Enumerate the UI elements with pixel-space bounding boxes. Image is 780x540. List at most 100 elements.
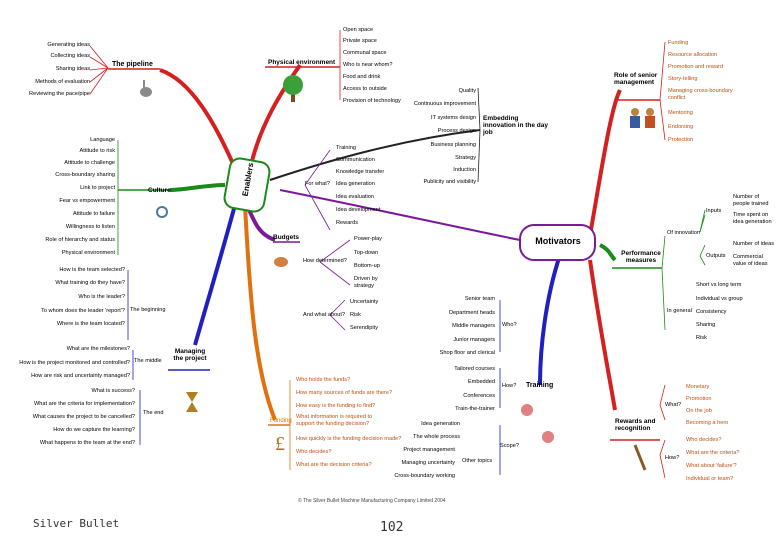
budgets-how-item: Power-play (354, 236, 382, 242)
physical-item: Private space (343, 38, 377, 44)
trophy-icon (633, 444, 647, 471)
funding-item: How quickly is the funding decision made… (296, 436, 402, 442)
budgets-item: Communication (336, 157, 375, 163)
budgets-how-item: Driven by strategy (354, 276, 378, 289)
budgets-item: Idea evaluation (336, 194, 374, 200)
embedding-item: Publicity and visibility (423, 179, 476, 185)
pipeline-item: Generating ideas (47, 42, 90, 48)
budgets-how-item: Bottom-up (354, 263, 380, 269)
funding-item: Who decides? (296, 449, 332, 455)
senior-item: Managing cross-boundary conflict (668, 88, 733, 101)
rabbit-icon (140, 80, 152, 97)
managing-beginning: The beginning (130, 307, 166, 313)
managing-title: Managing the project (173, 348, 207, 362)
embedding-item: IT systems design (431, 115, 476, 121)
managing-item: What are the milestones? (66, 346, 130, 352)
budgets-and-item: Serendipity (350, 325, 378, 331)
pound-sign-icon: £ (275, 433, 285, 455)
culture-item: Attitude to challenge (64, 160, 115, 166)
culture-item: Willingness to listen (65, 224, 115, 230)
budgets-item: Rewards (336, 220, 359, 226)
motivators-hub: Motivators (535, 236, 581, 246)
training-scope-item: Managing uncertainty (401, 460, 456, 466)
rewards-title: Rewards and recognition (615, 418, 656, 432)
training-who-item: Department heads (448, 310, 495, 316)
performance-output-item: Commercial value of ideas (733, 254, 768, 267)
rewards-what: What? (665, 402, 682, 408)
tree-icon (283, 75, 303, 102)
pipeline-item: Reviewing the pace/pipe (29, 91, 90, 97)
rewards-what-item: On the job (686, 408, 712, 414)
people-icon (630, 108, 655, 128)
senior-item: Funding (668, 40, 689, 46)
budgets-and-item: Risk (350, 312, 361, 318)
rewards-how-item: Individual or team? (686, 476, 734, 482)
piggy-bank-icon (274, 257, 288, 267)
performance-general-item: Short vs long term (696, 282, 742, 288)
culture-item: Physical environment (61, 250, 115, 256)
performance-outputs: Outputs (706, 253, 726, 259)
performance-general-item: Individual vs group (696, 296, 743, 302)
pipeline-title: The pipeline (112, 61, 153, 68)
footer-brand: Silver Bullet (33, 517, 120, 530)
managing-end: The end (143, 410, 164, 416)
svg-text:£: £ (275, 433, 285, 455)
rewards-what-item: Becoming a hero (686, 420, 729, 426)
rewards-how-item: What are the criteria? (686, 450, 740, 456)
embedding-item: Induction (453, 167, 476, 173)
hourglass-icon (186, 392, 198, 412)
managing-item: What happens to the team at the end? (39, 440, 135, 446)
training-scope: Scope? (500, 443, 519, 449)
managing-item: Where is the team located? (56, 321, 125, 327)
training-scope-item: Idea generation (421, 421, 460, 427)
training-how-item: Tailored courses (454, 366, 495, 372)
training-who-item: Shop floor and clerical (439, 350, 495, 356)
pipeline-item: Sharing ideas (55, 66, 90, 72)
embedding-item: Process design (437, 128, 476, 134)
training-who-item: Middle managers (452, 323, 495, 329)
physical-item: Who is near whom? (343, 62, 393, 68)
senior-item: Resource allocation (668, 52, 718, 58)
training-who: Who? (502, 322, 517, 328)
performance-input-item: Number of people trained (733, 194, 769, 207)
physical-title: Physical environment (268, 59, 336, 66)
culture-item: Cross-boundary sharing (55, 172, 115, 178)
budgets-title: Budgets (273, 234, 299, 241)
senior-item: Protection (668, 137, 694, 143)
funding-title: Funding (270, 418, 292, 424)
gear-icon (156, 206, 168, 218)
rewards-how-item: What about 'failure'? (686, 463, 737, 469)
budgets-item: Idea development (336, 207, 381, 213)
senior-item: Mentoring (668, 110, 693, 116)
performance-inputs: Inputs (706, 208, 722, 214)
physical-item: Food and drink (343, 74, 381, 80)
managing-item: What is success? (91, 388, 135, 394)
embedding-item: Business planning (430, 142, 476, 148)
budgets-for-what: For what? (305, 181, 330, 187)
training-who-item: Junior managers (453, 337, 495, 343)
pipeline-item: Methods of evaluation (35, 79, 90, 85)
funding-item: How easy is the funding to find? (296, 403, 376, 409)
senior-item: Story-telling (668, 76, 698, 82)
embedding-item: Strategy (455, 155, 476, 161)
managing-item: How is the team selected? (59, 267, 125, 273)
managing-item: How is the project monitored and control… (19, 360, 130, 366)
budgets-how: How determined? (303, 258, 347, 264)
rewards-how: How? (665, 455, 680, 461)
brain-icon (521, 404, 554, 443)
culture-item: Fear vs empowerment (59, 198, 115, 204)
training-how: How? (502, 383, 517, 389)
managing-item: How are risk and uncertainty managed? (31, 373, 130, 379)
embedding-item: Continuous improvement (413, 101, 476, 107)
culture-item: Language (90, 137, 115, 143)
managing-item: Who is the leader? (78, 294, 125, 300)
senior-title: Role of senior management (614, 72, 658, 86)
training-scope-item: Project management (403, 447, 455, 453)
training-other: Other topics (462, 458, 493, 464)
culture-title: Culture (148, 187, 171, 194)
training-scope-item: The whole process (413, 434, 460, 440)
training-how-item: Train-the-trainer (455, 406, 495, 412)
budgets-how-item: Top-down (354, 250, 379, 256)
funding-item: Who holds the funds? (296, 377, 351, 383)
